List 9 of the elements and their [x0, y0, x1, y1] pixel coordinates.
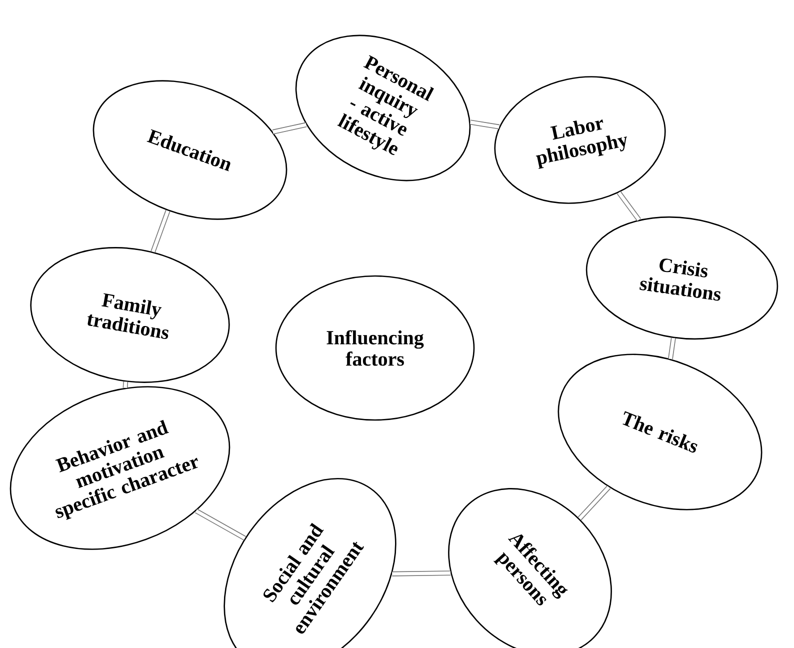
- connector: [195, 508, 246, 540]
- connector: [272, 122, 307, 134]
- connector: [392, 570, 451, 576]
- connector: [578, 485, 611, 520]
- connector: [616, 191, 641, 222]
- connector: [150, 210, 170, 253]
- connector: [470, 120, 500, 130]
- connector: [668, 338, 676, 360]
- connector: [122, 382, 128, 388]
